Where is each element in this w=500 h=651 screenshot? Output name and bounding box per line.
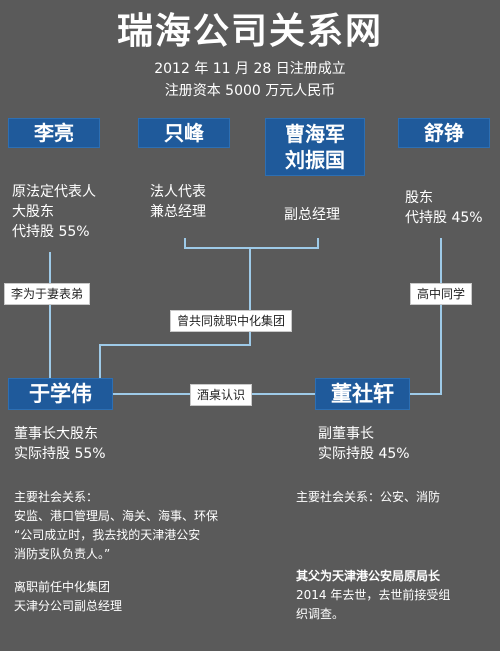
name-box-zhi-feng: 只峰 <box>138 118 230 148</box>
dong-father-line: 其父为天津港公安局原局长 <box>296 569 441 583</box>
dong-relations-heading: 主要社会关系：公安、消防 <box>296 490 441 504</box>
roles-dong-shexuan: 副董事长 实际持股 45% <box>318 426 410 462</box>
group-connector <box>99 248 251 378</box>
yu-quote-line1: “公司成立时，我去找的天津港公安 <box>14 528 201 542</box>
yu-quote-line2: 消防支队负责人。” <box>14 547 111 561</box>
roles-yu-xuewei: 董事长大股东 实际持股 55% <box>14 426 106 462</box>
relation-tag-li-yu: 李为于妻表弟 <box>4 283 91 305</box>
registration-date: 2012 年 11 月 28 日注册成立 <box>154 61 346 77</box>
relation-tag-classmate: 高中同学 <box>410 283 473 305</box>
roles-cao-liu: 副总经理 <box>284 207 340 223</box>
notes-dong-shexuan: 主要社会关系：公安、消防 其父为天津港公安局原局长 2014 年去世，去世前接受… <box>296 488 496 624</box>
name-box-cao-liu: 曹海军 刘振国 <box>265 118 365 176</box>
yu-relations-heading: 主要社会关系： <box>14 490 99 504</box>
dong-died-line1: 2014 年去世，去世前接受组 <box>296 588 451 602</box>
name-box-dong-shexuan: 董社轩 <box>315 378 410 410</box>
name-liu-zhenguo: 刘振国 <box>285 148 345 172</box>
name-box-li-liang: 李亮 <box>8 118 100 148</box>
zhi-cao-bracket <box>184 238 319 249</box>
roles-li-liang: 原法定代表人 大股东 代持股 55% <box>12 184 96 240</box>
roles-zhi-feng: 法人代表 兼总经理 <box>150 184 206 220</box>
shu-dong-connector <box>410 238 442 395</box>
yu-former-line1: 离职前任中化集团 <box>14 580 111 594</box>
roles-shu-zheng: 股东 代持股 45% <box>405 190 483 226</box>
relation-tag-drinking: 酒桌认识 <box>190 384 253 406</box>
registered-capital: 注册资本 5000 万元人民币 <box>164 83 336 99</box>
yu-relations-list: 安监、港口管理局、海关、海事、环保 <box>14 509 219 523</box>
name-box-yu-xuewei: 于学伟 <box>8 378 113 410</box>
page-title: 瑞海公司关系网 <box>116 10 383 52</box>
relation-tag-group: 曾共同就职中化集团 <box>170 310 293 332</box>
notes-yu-xuewei: 主要社会关系： 安监、港口管理局、海关、海事、环保 “公司成立时，我去找的天津港… <box>14 488 294 616</box>
name-box-shu-zheng: 舒铮 <box>398 118 490 148</box>
dong-died-line2: 织调查。 <box>296 607 345 621</box>
yu-former-line2: 天津分公司副总经理 <box>14 599 123 613</box>
name-cao-haijun: 曹海军 <box>285 122 345 146</box>
